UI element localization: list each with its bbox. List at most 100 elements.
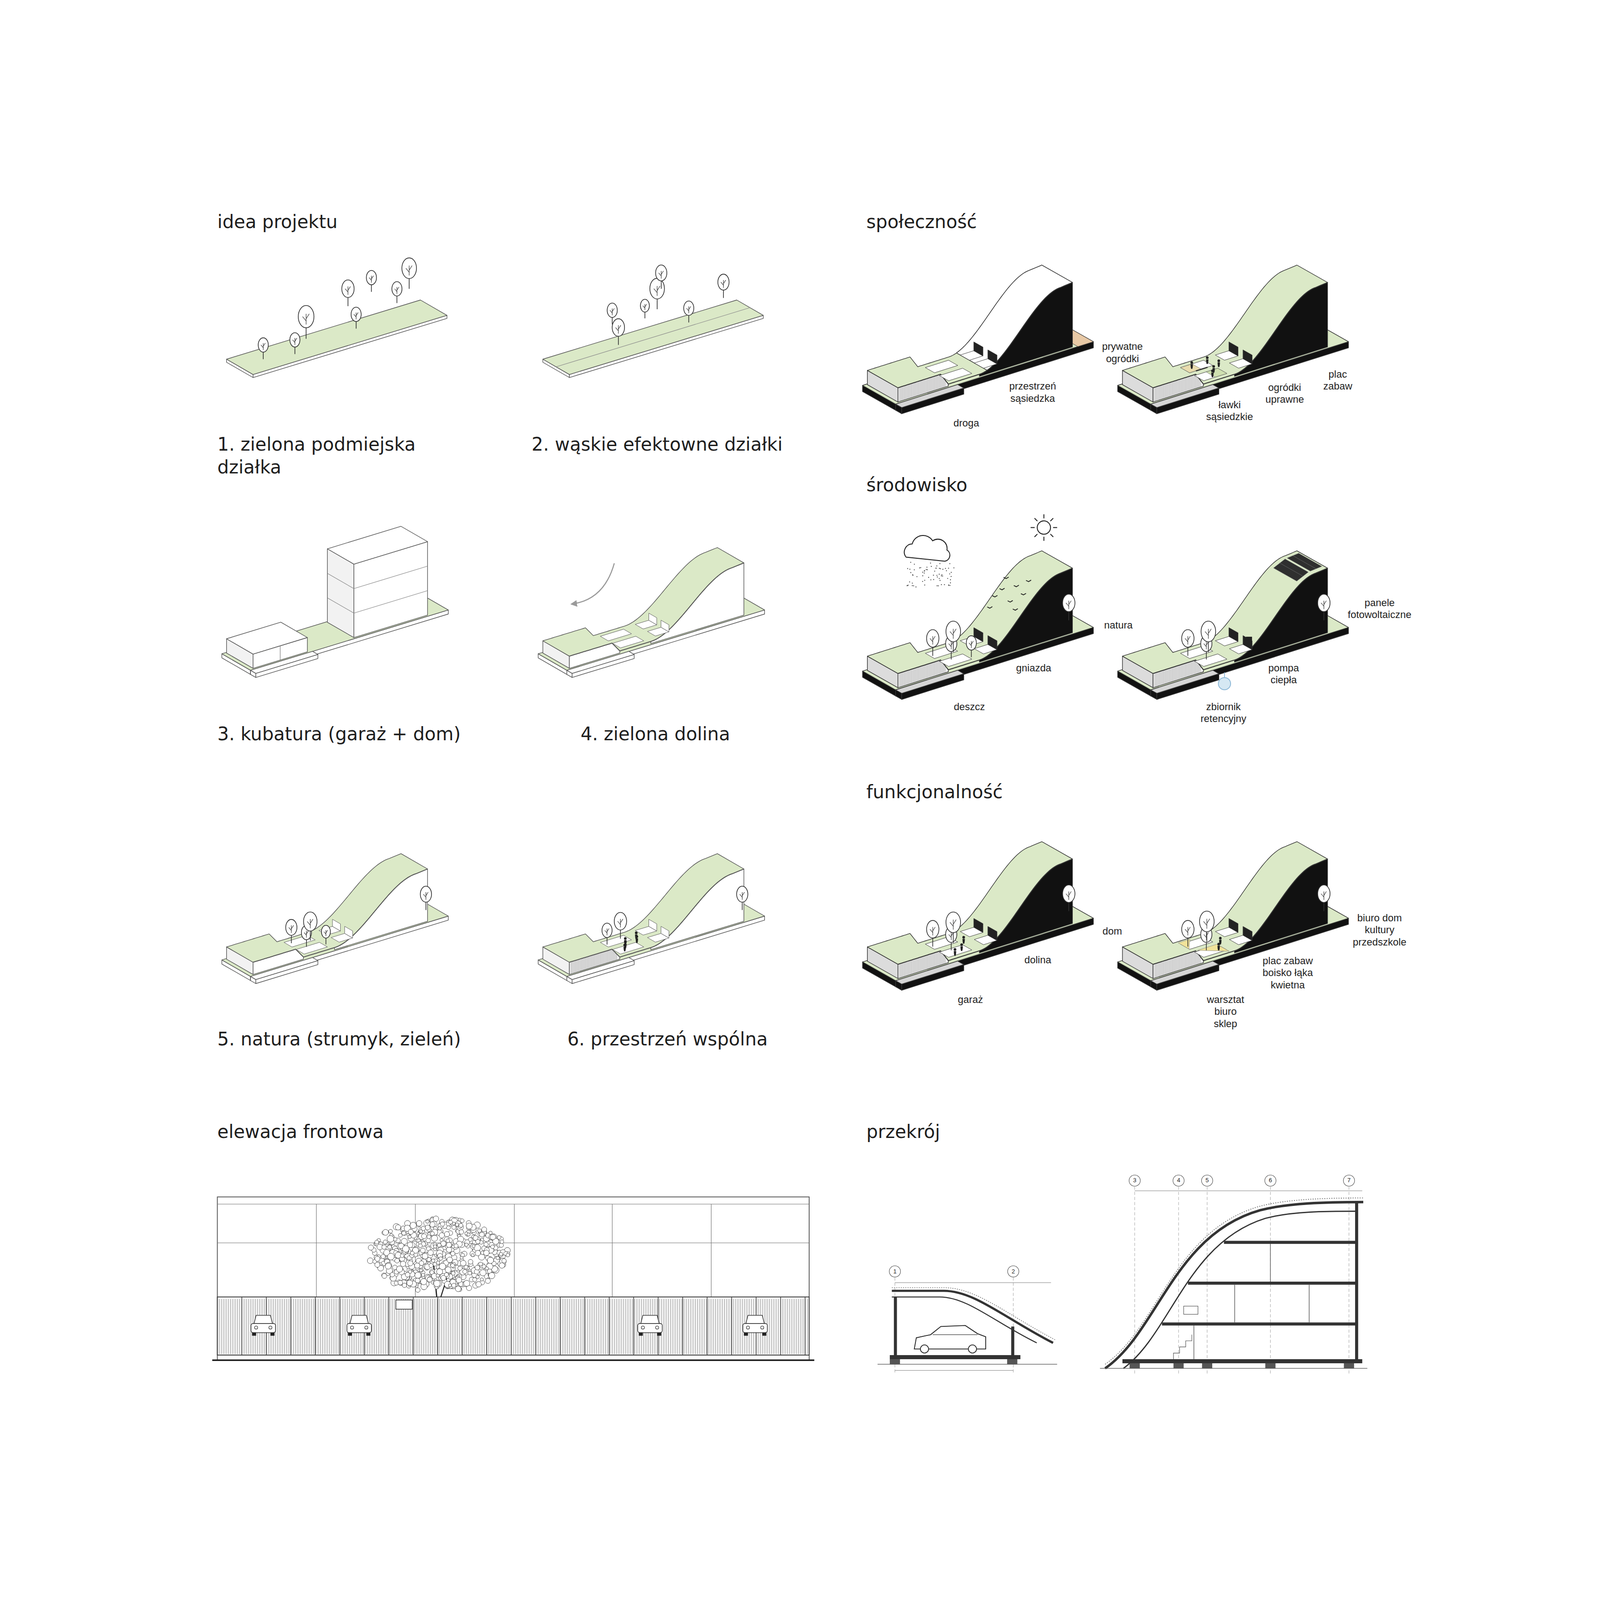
drawing-circle [433, 1280, 441, 1287]
person-figure [1190, 361, 1194, 369]
drawing-line [918, 667, 920, 681]
person-figure [634, 931, 638, 940]
drawing-line [620, 919, 621, 928]
shared-space-diagram [538, 853, 765, 984]
drawing-line [941, 953, 943, 965]
drawing-polygon [1242, 635, 1252, 650]
drawing-line [479, 1298, 480, 1355]
drawing-polygon [1228, 342, 1238, 357]
drawing-circle [1205, 356, 1209, 359]
drawing-rect [1224, 1240, 1358, 1244]
drawing-line [327, 1298, 328, 1355]
drawing-line [609, 1298, 611, 1355]
drawing-circle [407, 1260, 413, 1266]
drawing-line [935, 661, 937, 676]
drawing-path [1219, 940, 1222, 945]
drawing-line [1068, 891, 1071, 896]
function-diagram [862, 841, 1094, 991]
callout-label: garaż [950, 993, 991, 1006]
drawing-line [656, 285, 658, 297]
drawing-line [1050, 518, 1054, 521]
drawing-line [1043, 536, 1045, 541]
drawing-circle [948, 584, 950, 586]
drawing-circle [475, 1239, 481, 1244]
car-symbol [637, 1315, 663, 1336]
drawing-line [1158, 671, 1160, 686]
drawing-line [1172, 382, 1173, 396]
drawing-line [1189, 662, 1190, 676]
drawing-circle [426, 1277, 432, 1283]
drawing-circle [450, 1263, 455, 1268]
drawing-line [592, 955, 594, 967]
drawing-line [405, 268, 410, 273]
drawing-rect [217, 1196, 810, 1361]
drawing-circle [446, 1242, 452, 1248]
drawing-ellipse [366, 270, 377, 285]
drawing-circle [474, 1265, 480, 1270]
gate-sign [395, 1299, 413, 1310]
drawing-circle [420, 1278, 427, 1285]
drawing-line [315, 1298, 317, 1355]
drawing-line [688, 306, 691, 310]
drawing-line [1270, 1243, 1271, 1282]
drawing-line [784, 1298, 786, 1355]
drawing-line [1168, 669, 1169, 683]
drawing-line [579, 959, 581, 971]
drawing-path [569, 562, 744, 656]
drawing-circle [498, 1252, 503, 1257]
drawing-circle [446, 1238, 450, 1243]
drawing-ellipse [945, 911, 961, 933]
drawing-polygon [1228, 918, 1238, 933]
drawing-line [348, 286, 351, 291]
drawing-line [1163, 670, 1164, 685]
drawing-line [605, 1298, 606, 1355]
drawing-polygon [987, 635, 998, 650]
drawing-line [1192, 661, 1194, 676]
drawing-circle [934, 570, 936, 572]
drawing-line [376, 1298, 377, 1355]
drawing-path [1211, 372, 1214, 378]
drawing-line [1198, 664, 1199, 673]
drawing-line [1323, 600, 1325, 609]
drawing-line [598, 953, 600, 966]
drawing-line [931, 954, 933, 968]
drawing-circle [387, 1245, 392, 1250]
drawing-line [472, 1298, 474, 1355]
drawing-circle [381, 1273, 387, 1279]
tree-symbol [717, 274, 730, 298]
drawing-line [555, 307, 750, 368]
step-caption: 1. zielona podmiejska działka [217, 432, 432, 479]
drawing-line [546, 1298, 548, 1355]
drawing-circle [477, 1228, 482, 1233]
drawing-circle [429, 1221, 436, 1228]
drawing-line [737, 1298, 738, 1355]
drawing-line [277, 1298, 278, 1355]
drawing-rect [1343, 1363, 1354, 1369]
drawing-line [524, 1298, 525, 1355]
drawing-line [1158, 386, 1160, 400]
drawing-line [288, 1298, 290, 1355]
drawing-circle [945, 570, 947, 572]
drawing-line [914, 668, 915, 683]
drawing-circle [939, 580, 941, 582]
drawing-circle [430, 1231, 435, 1236]
drawing-circle [501, 1258, 507, 1263]
drawing-line [924, 379, 925, 394]
drawing-line [1166, 960, 1167, 975]
tree-symbol [655, 264, 667, 289]
drawing-line [943, 664, 944, 673]
drawing-circle [475, 1275, 480, 1279]
drawing-polygon [542, 853, 744, 963]
drawing-path [1105, 1198, 1364, 1365]
callout-label: plac zabaw boisko łąka kwietna [1251, 955, 1325, 992]
drawing-line [721, 282, 724, 286]
drawing-circle [394, 1281, 399, 1286]
drawing-circle [940, 568, 941, 570]
drawing-circle [433, 1244, 437, 1249]
drawing-line [1184, 929, 1188, 933]
drawing-ellipse [602, 923, 613, 938]
drawing-line [923, 380, 924, 395]
drawing-circle [949, 563, 951, 565]
drawing-line [504, 1298, 505, 1355]
drawing-line [894, 1282, 1051, 1284]
